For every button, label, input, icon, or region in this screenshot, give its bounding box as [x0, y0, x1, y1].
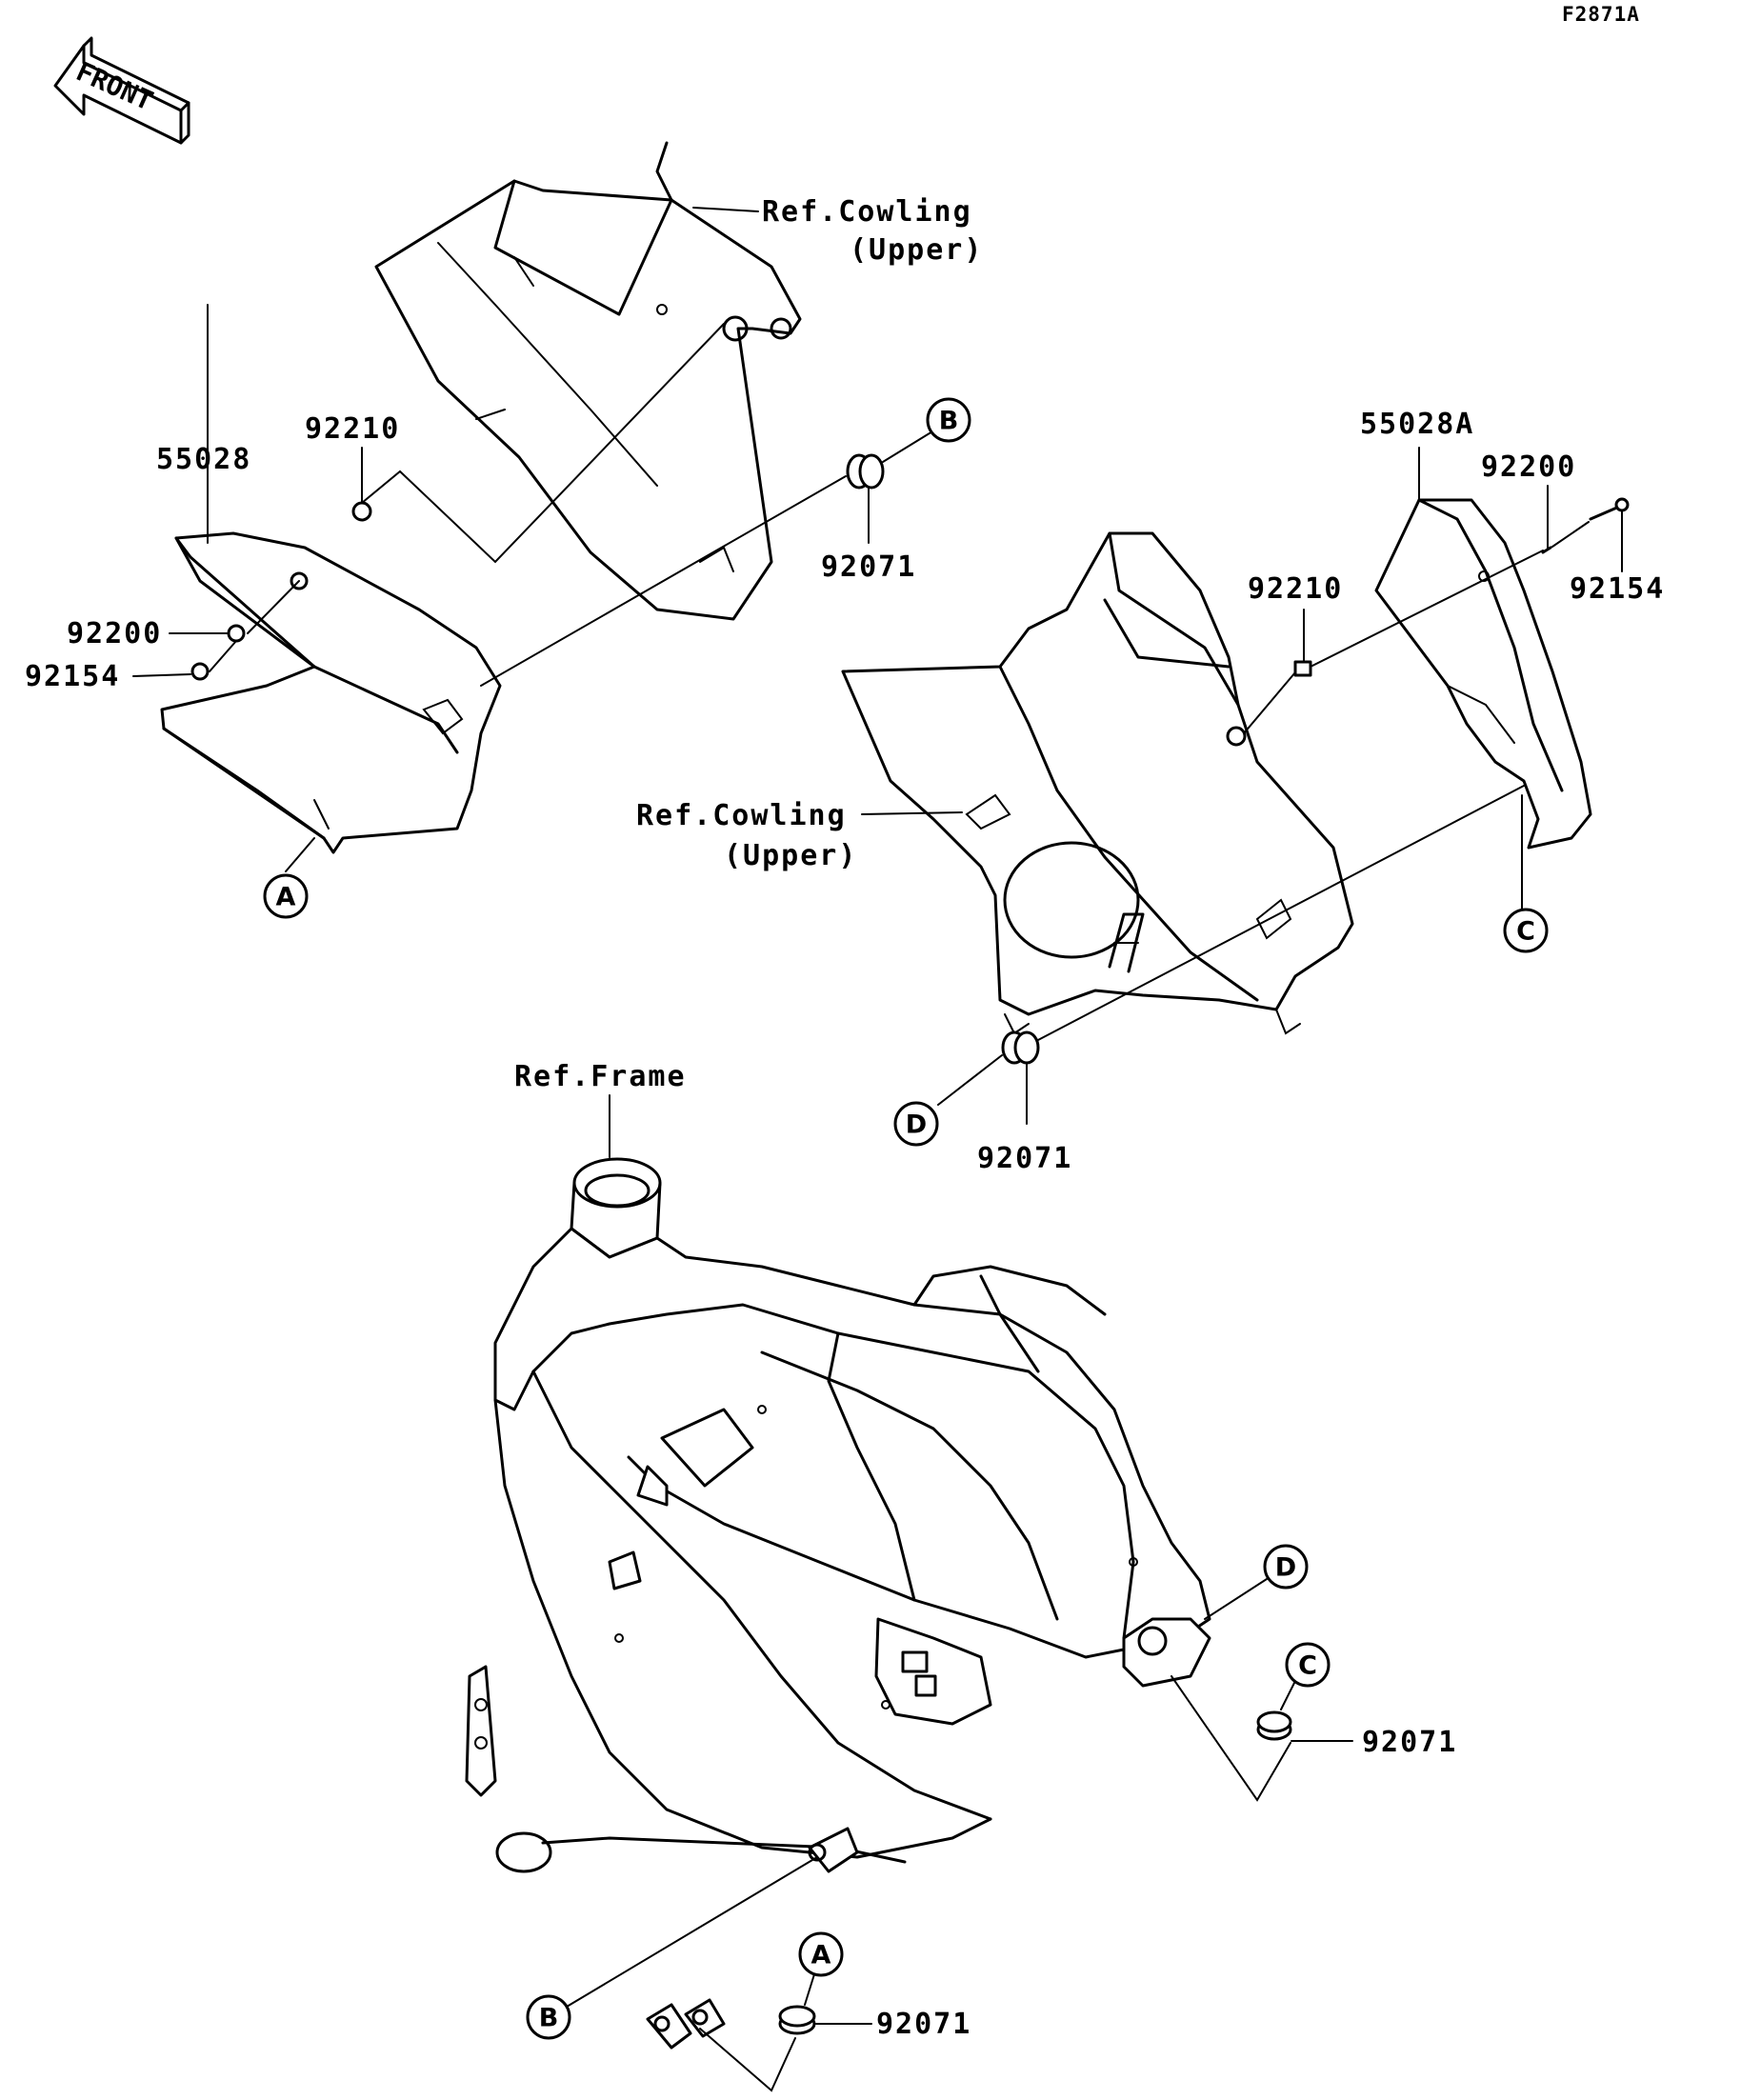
label-92071-frame-a: 92071: [876, 2008, 971, 2041]
label-92154-left: 92154: [25, 660, 120, 693]
part-92154-left-icon: [190, 662, 210, 681]
frame-drawing: Ref.Frame: [465, 1060, 1211, 2050]
label-92210-right: 92210: [1248, 572, 1343, 606]
left-side-cover-drawing: [160, 531, 502, 854]
label-92200-left: 92200: [67, 617, 162, 650]
svg-text:A: A: [276, 883, 296, 912]
part-92200-left-icon: [227, 624, 246, 643]
part-92210-right-icon: [1293, 660, 1312, 677]
label-55028A: 55028A: [1360, 408, 1474, 441]
grommet-92071-right-icon: [1001, 1030, 1040, 1065]
front-arrow-icon: FRONT: [53, 36, 190, 145]
part-92154-right-icon: [1589, 497, 1630, 521]
part-92210-left-icon: [351, 501, 372, 522]
svg-text:D: D: [1275, 1553, 1296, 1583]
svg-text:B: B: [539, 2004, 559, 2033]
label-92071-left: 92071: [821, 550, 916, 584]
right-side-cover-drawing: [1374, 498, 1592, 850]
label-ref-cowling-upper-left-1: Ref.Cowling: [762, 195, 972, 229]
callout-a-left: A: [263, 873, 309, 919]
svg-text:C: C: [1298, 1651, 1317, 1681]
part-92200-right-icon: [1541, 546, 1552, 554]
label-ref-cowling-upper-right-1: Ref.Cowling: [636, 799, 847, 832]
label-92210-left: 92210: [305, 412, 400, 446]
svg-text:D: D: [906, 1110, 927, 1140]
callout-d-frame: D: [1263, 1544, 1309, 1590]
label-92154-right: 92154: [1570, 572, 1665, 606]
grommet-92071-left-icon: [846, 453, 885, 490]
frame-fasteners: [561, 1578, 1353, 2092]
grommet-92071-frame-c-icon: [1256, 1710, 1292, 1741]
callout-c-frame: C: [1285, 1642, 1331, 1688]
left-fasteners: [132, 304, 938, 872]
grommet-92071-frame-a-icon: [778, 2005, 816, 2035]
label-92200-right: 92200: [1481, 450, 1576, 484]
label-55028: 55028: [156, 443, 251, 476]
callout-c-right: C: [1503, 908, 1549, 953]
label-92071-frame-c: 92071: [1362, 1726, 1457, 1759]
svg-text:B: B: [939, 407, 959, 436]
svg-text:C: C: [1516, 917, 1535, 947]
label-ref-cowling-upper-left-2: (Upper): [850, 233, 983, 267]
upper-cowling-right-drawing: [841, 531, 1354, 1035]
label-92071-right: 92071: [977, 1142, 1072, 1175]
label-ref-frame: Ref.Frame: [514, 1060, 687, 1093]
upper-cowling-left-drawing: [374, 141, 802, 621]
right-fasteners: [861, 447, 1630, 1125]
callout-b-top: B: [926, 397, 971, 443]
callout-a-frame: A: [798, 1931, 844, 1977]
svg-text:A: A: [811, 1941, 831, 1970]
label-ref-cowling-upper-right-2: (Upper): [724, 839, 857, 872]
callout-b-frame: B: [526, 1994, 571, 2040]
figure-code: F2871A: [1562, 3, 1640, 26]
callout-d-mid: D: [893, 1101, 939, 1147]
